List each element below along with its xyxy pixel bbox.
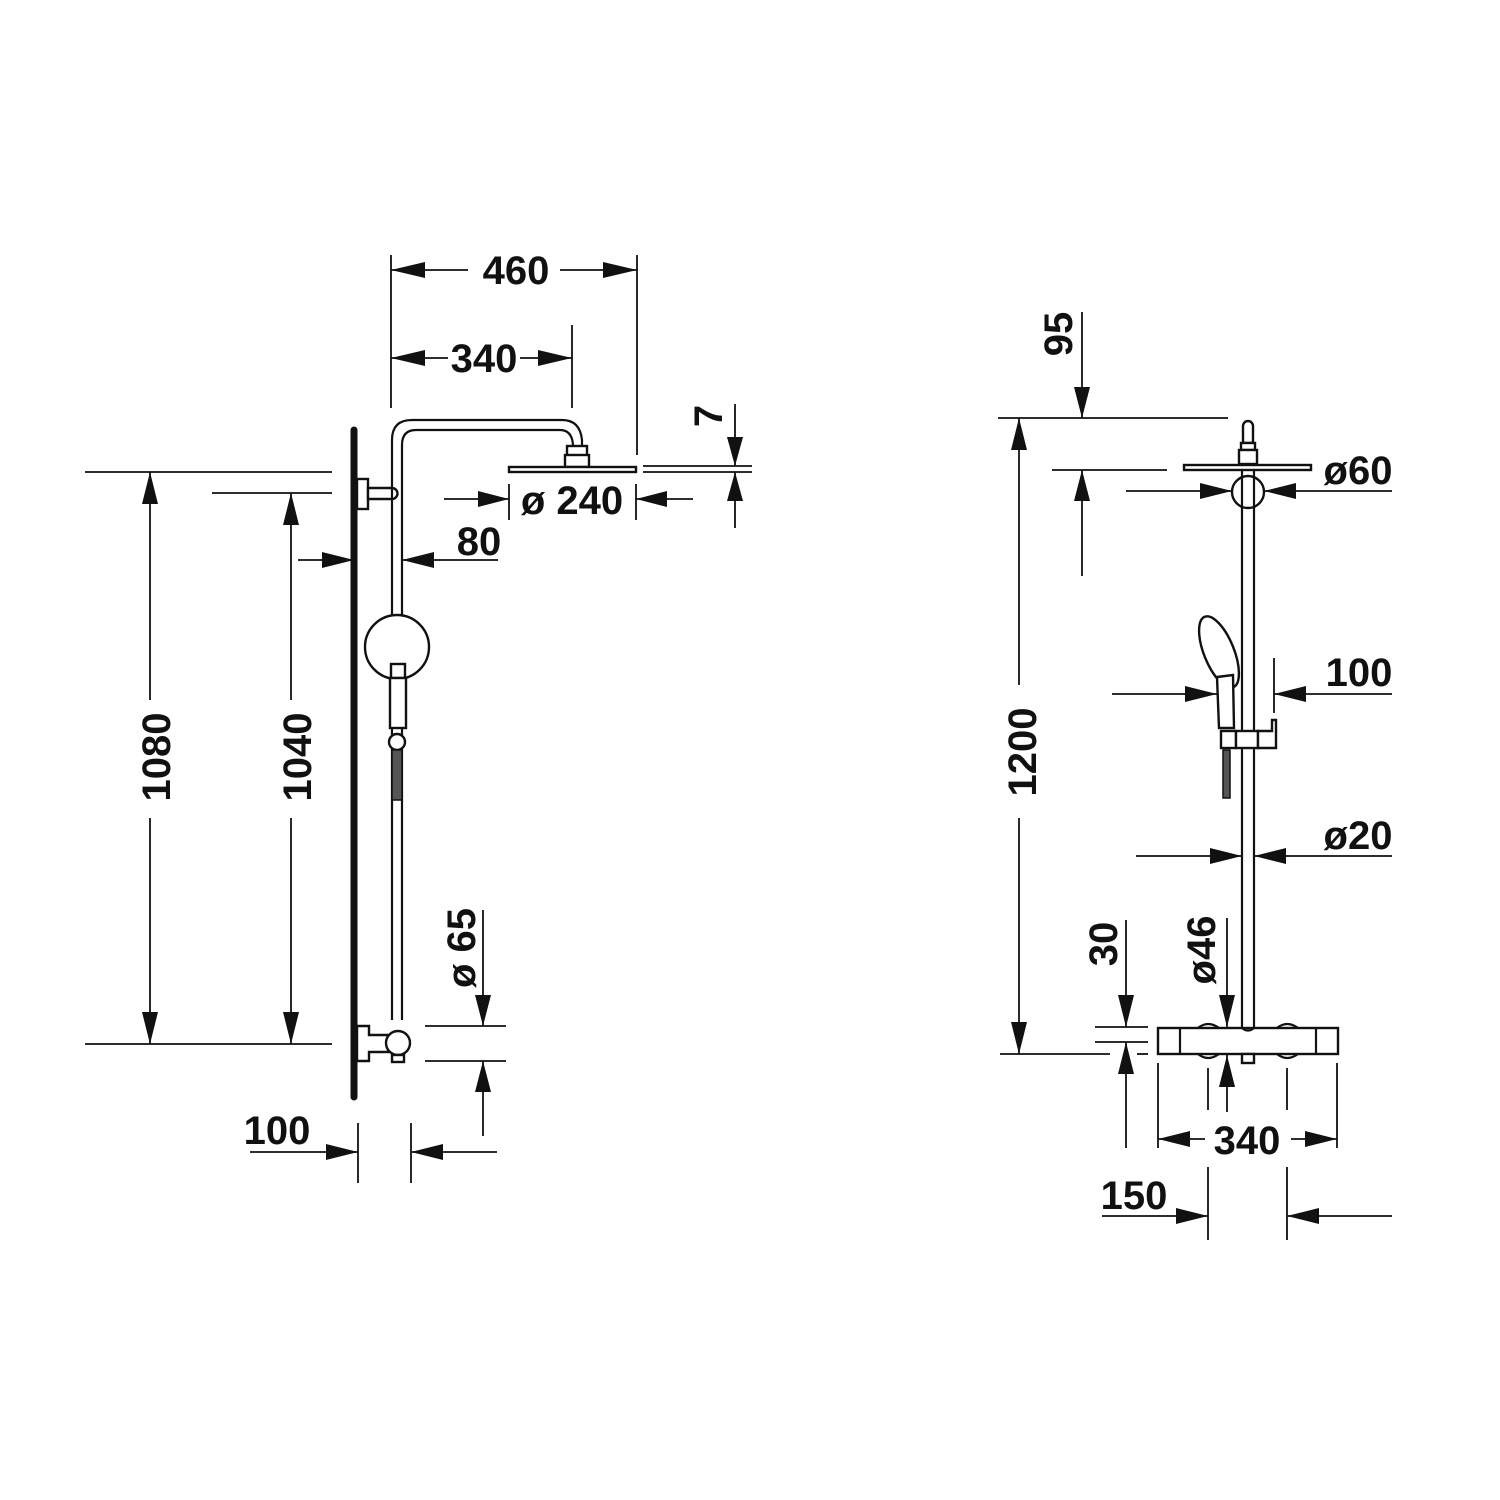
bottom-wall-bracket (355, 1024, 390, 1063)
holder-clip (389, 662, 407, 680)
dim-rosette-diameter: ø60 (1324, 449, 1393, 493)
dim-7: 7 (687, 405, 731, 427)
dim-connection-diameter: ø 65 (440, 908, 484, 988)
knob-top-left (1197, 1022, 1220, 1029)
shower-arm-inner (400, 428, 575, 1020)
slider-left (1219, 729, 1238, 750)
dim-1040: 1040 (276, 713, 320, 802)
dim-head-diameter: ø 240 (521, 479, 623, 523)
slider-body (1234, 729, 1260, 750)
head-nut (563, 453, 591, 469)
bottom-connector (384, 1029, 412, 1057)
hand-shower-grip (1215, 673, 1236, 730)
hand-shower-hose (1222, 749, 1231, 799)
dim-100-wall: 100 (244, 1109, 311, 1153)
dim-rail-diameter: ø20 (1324, 814, 1393, 858)
knob-bottom-right (1276, 1053, 1299, 1060)
shower-hose (391, 749, 403, 801)
dim-30: 30 (1082, 922, 1126, 967)
hand-shower-handle (388, 676, 408, 730)
dim-80: 80 (457, 520, 502, 564)
dim-340-mixer: 340 (1214, 1119, 1281, 1163)
bottom-outlet (390, 1053, 406, 1064)
top-wall-bracket (355, 477, 370, 511)
dim-460: 460 (483, 249, 550, 293)
arm-end (1241, 419, 1255, 445)
head-nut-bottom (1237, 448, 1259, 466)
dim-95: 95 (1037, 312, 1081, 357)
mixer-outlet (1240, 1052, 1256, 1065)
knob-top-right (1276, 1022, 1299, 1029)
shower-arm-outer (390, 418, 584, 1020)
dim-100-hand-shower: 100 (1326, 651, 1393, 695)
dim-150: 150 (1101, 1174, 1168, 1218)
knob-bottom-left (1197, 1053, 1220, 1060)
thermostat-mixer (1156, 1026, 1340, 1056)
rain-head-front (1182, 463, 1313, 472)
dim-1200: 1200 (1001, 708, 1045, 797)
dim-340-arm: 340 (451, 337, 518, 381)
dim-knob-diameter: ø46 (1180, 916, 1224, 985)
front-view: 95 ø60 100 ø20 1200 (998, 312, 1392, 1240)
rosette (1230, 474, 1266, 510)
side-view: 460 340 7 ø 240 80 (85, 249, 752, 1183)
rain-shower-head (507, 465, 638, 474)
dim-1080: 1080 (135, 713, 179, 802)
hose-nut (387, 732, 407, 752)
slider-lever (1256, 718, 1278, 750)
